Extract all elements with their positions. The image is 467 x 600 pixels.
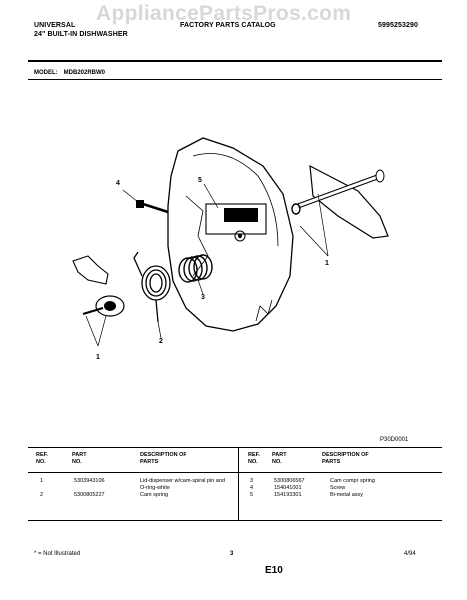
part-cell: 154193301 [274,492,302,498]
brand-line: UNIVERSAL [34,22,76,29]
desc-cell: Screw [330,485,346,491]
callout-1-right: 1 [325,260,329,267]
ref-cell: 1 [40,478,44,484]
callout-2: 2 [159,338,163,345]
ref-cell: 2 [40,492,44,498]
cam-spring [133,251,171,323]
callout-1-left: 1 [96,354,100,361]
table-row: 1 5303943106 Lid-dispenser w/cam-spiral … [34,478,234,492]
catalog-title: FACTORY PARTS CATALOG [180,22,276,29]
desc-cell: Cam compr spring [330,478,375,484]
callout-3: 3 [201,294,205,301]
desc-cell: Bi-metal assy [330,492,364,498]
table-row: 3 5300806567 Cam compr spring [244,478,438,485]
model-value: MDB202RBW0 [63,70,106,76]
watermark-text: AppliancePartsPros.com [96,2,352,25]
table-top-rule [28,447,442,448]
footer-date: 4/94 [404,551,416,557]
header-ref-no-left: REF. NO. [36,452,48,465]
callout-5: 5 [198,177,202,184]
part-cell: 5303943106 [74,478,105,484]
table-row: 4 154041001 Screw [244,485,438,492]
product-line: 24" BUILT-IN DISHWASHER [34,31,128,38]
not-illustrated-note: * = Not Illustrated [34,551,81,557]
table-bottom-rule [28,520,442,521]
table-row: 2 5300805227 Cam spring [34,492,234,499]
screw [142,202,169,214]
exploded-parts-diagram [72,137,389,347]
table-column-divider [238,447,239,520]
header-part-no-left: PART NO. [72,452,87,465]
table-row: 5 154193301 Bi-metal assy [244,492,438,499]
callout-4: 4 [116,180,120,187]
ref-cell: 5 [250,492,254,498]
lid-cam-left [72,255,109,285]
cam-compression-spring [178,254,213,283]
model-rule [28,79,442,80]
table-header-rule [28,472,442,473]
page-label: E10 [265,565,283,576]
desc-cell: Cam spring [140,492,169,498]
header-rule [28,60,442,62]
part-cell: 5300805227 [74,492,105,498]
parts-table-left: 1 5303943106 Lid-dispenser w/cam-spiral … [34,478,234,499]
catalog-number: 5995253290 [378,22,418,29]
o-ring [291,203,301,215]
header-ref-no-right: REF. NO. [248,452,260,465]
part-cell: 154041001 [274,485,302,491]
header-description-left: DESCRIPTION OF PARTS [140,452,187,465]
parts-table-right: 3 5300806567 Cam compr spring 4 15404100… [244,478,438,499]
diagram-code: P30D0001 [380,437,409,443]
footer-center-number: 3 [230,551,234,557]
header-part-no-right: PART NO. [272,452,287,465]
dispenser-body [167,137,294,332]
model-line: MODEL: MDB202RBW0 [34,70,105,76]
header-description-right: DESCRIPTION OF PARTS [322,452,369,465]
ref-cell: 4 [250,485,254,491]
desc-cell: Lid-dispenser w/cam-spiral pin and O-rin… [140,478,225,491]
part-cell: 5300806567 [274,478,305,484]
ref-cell: 3 [250,478,254,484]
model-label: MODEL: [34,70,58,76]
